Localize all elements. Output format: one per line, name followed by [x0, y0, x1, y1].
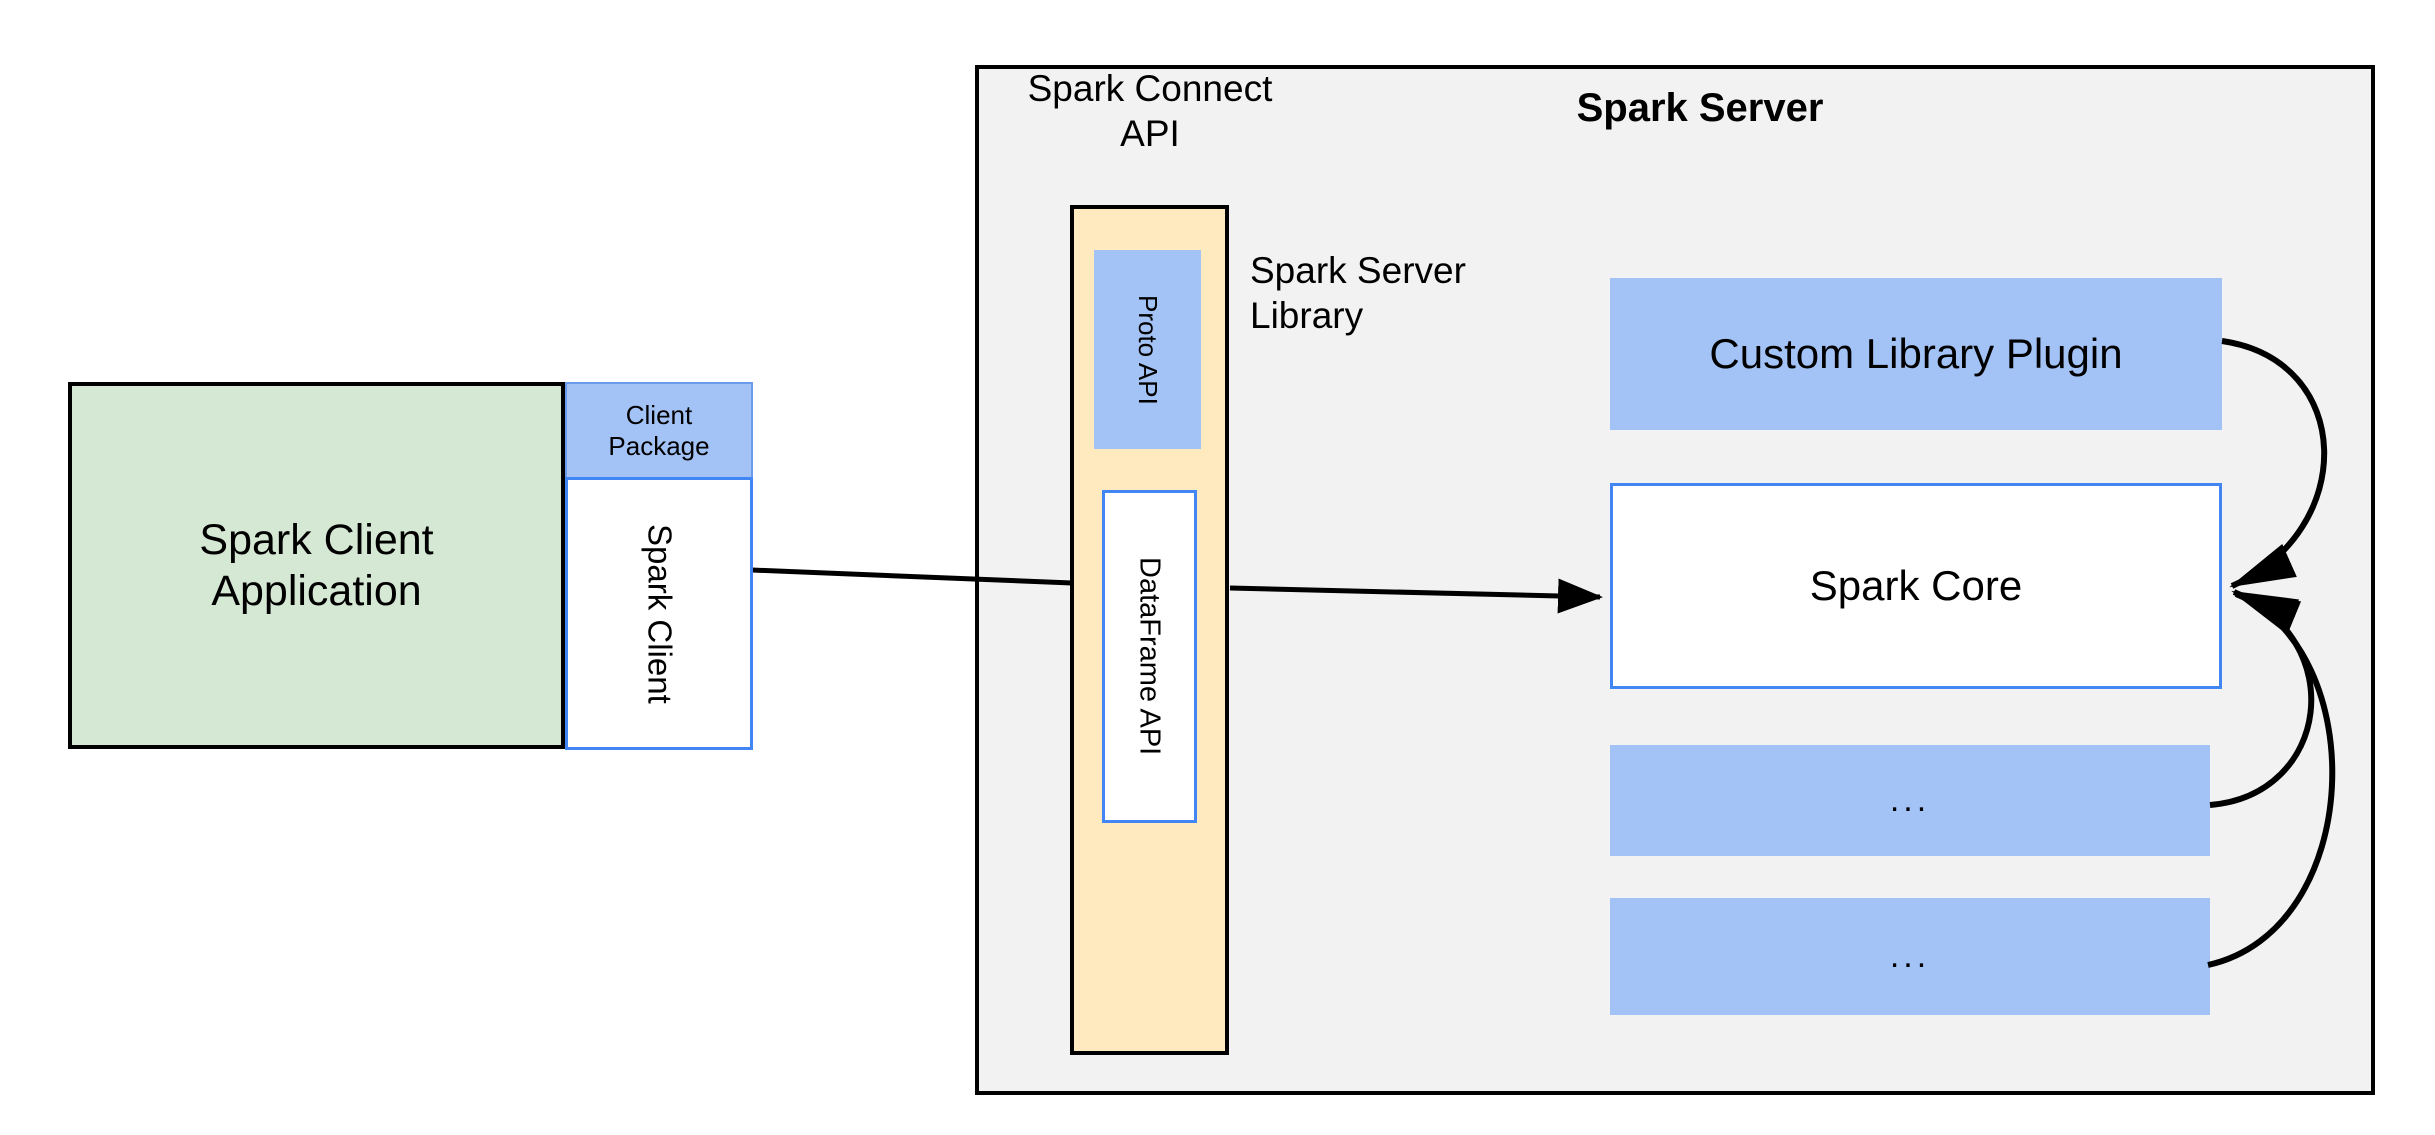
spark-connect-api-label: Spark Connect API [1027, 68, 1273, 155]
custom-library-plugin-box[interactable]: Custom Library Plugin [1610, 278, 2222, 430]
spark-core-box[interactable]: Spark Core [1610, 483, 2222, 689]
spark-client-application-label: Spark Client Application [199, 515, 434, 615]
dataframe-api-label: DataFrame API [1133, 557, 1166, 756]
spark-server-title: Spark Server [1576, 86, 1824, 130]
proto-api-label: Proto API [1132, 294, 1163, 405]
server-component-ellipsis-label-2: ... [1889, 937, 1931, 976]
spark-client-label: Spark Client [641, 523, 679, 704]
client-package-box[interactable]: Client Package [565, 382, 753, 478]
spark-server-library-label: Spark Server Library [1250, 250, 1466, 337]
proto-api-box[interactable]: Proto API [1094, 250, 1201, 449]
spark-client-application-box[interactable]: Spark Client Application [68, 382, 565, 749]
spark-core-label: Spark Core [1809, 562, 2023, 610]
spark-client-box[interactable]: Spark Client [565, 477, 753, 750]
dataframe-api-box[interactable]: DataFrame API [1102, 490, 1197, 823]
client-package-label: Client Package [608, 400, 710, 461]
server-component-ellipsis-label-1: ... [1889, 781, 1931, 820]
custom-library-plugin-label: Custom Library Plugin [1709, 330, 2123, 378]
server-component-ellipsis-box-1[interactable]: ... [1610, 745, 2210, 856]
server-component-ellipsis-box-2[interactable]: ... [1610, 898, 2210, 1015]
